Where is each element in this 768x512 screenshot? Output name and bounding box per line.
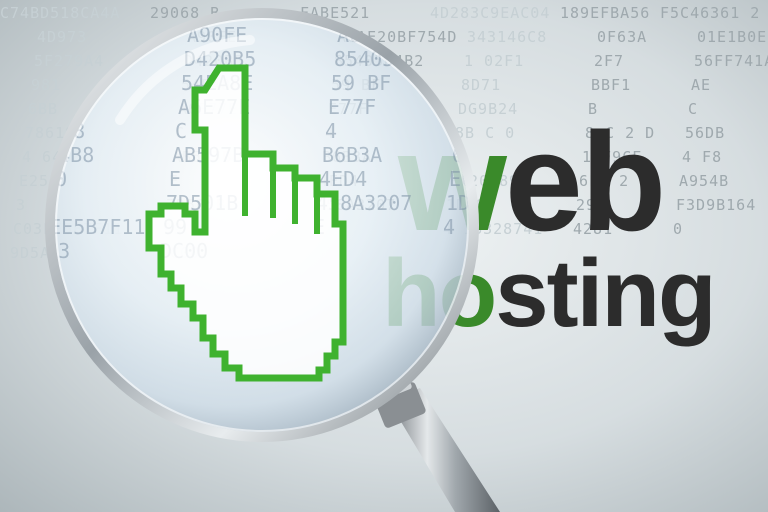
hex-string: 3 <box>16 196 26 214</box>
hex-string: 458A3207 <box>316 196 396 214</box>
hex-string: B <box>588 100 598 118</box>
hex-string: 343146C8 <box>467 28 547 46</box>
hex-string: 01E1B0E <box>697 28 767 46</box>
hex-string: 4 <box>325 124 335 142</box>
hex-string: AB597B <box>172 148 232 166</box>
hex-string: E <box>169 172 179 190</box>
hex-string: FABE521 <box>300 4 370 22</box>
headline-web-highlight: w <box>398 103 507 260</box>
hex-string: F3D9B164 <box>676 196 756 214</box>
headline-hosting-rest: sting <box>495 240 716 347</box>
hex-string: 85405D4B2 <box>334 52 424 70</box>
hex-string: 2F7 <box>594 52 624 70</box>
hex-string: 8D71 <box>461 76 501 94</box>
hex-string: E250 <box>19 172 59 190</box>
hex-string: 4281 <box>573 220 613 238</box>
hex-string: 981 <box>31 76 61 94</box>
hex-string: 56FF741A83 <box>694 52 768 70</box>
hex-string: 0F63A <box>597 28 647 46</box>
headline-hosting: hosting <box>382 246 717 342</box>
headline-web: web <box>398 112 666 252</box>
hex-string: AE <box>691 76 711 94</box>
hex-string: 78618 <box>25 124 75 142</box>
hex-string: 6F5 2 <box>579 172 629 190</box>
hex-string: 59 BF <box>331 76 381 94</box>
headline-hosting-h: h <box>382 240 441 347</box>
hex-string: 189EFBA56 <box>560 4 650 22</box>
hex-string: 4 F8 <box>682 148 722 166</box>
hex-string: 5F279A4 <box>34 52 104 70</box>
hex-string: C03EE5B7F11 <box>13 220 123 238</box>
hex-string: C74BD518CA4A <box>0 4 120 22</box>
hex-string: 29 <box>576 196 596 214</box>
hex-string: 17F9CF <box>582 148 642 166</box>
hex-string: 7D501B <box>166 196 226 214</box>
hex-string: F5C46361 2 <box>660 4 760 22</box>
hex-string: D420B5 <box>184 52 244 70</box>
hex-string: 4ED4 <box>319 172 359 190</box>
hex-string: A6E77E <box>178 100 238 118</box>
hex-string: C <box>688 100 698 118</box>
hex-string: C <box>175 124 185 142</box>
hex-string: 8 C 2 D <box>585 124 655 142</box>
hex-string: E77F <box>328 100 368 118</box>
hex-string: A954B <box>679 172 729 190</box>
hex-string: 54EA8E <box>181 76 241 94</box>
hex-string: A90FE <box>187 28 237 46</box>
headline-web-rest: eb <box>504 103 666 260</box>
hex-string: 4D283C9EAC04 <box>430 4 550 22</box>
hex-string: DC00 <box>160 244 200 262</box>
hex-string: A6AE20BF754D <box>337 28 457 46</box>
headline-hosting-highlight: o <box>438 240 498 347</box>
hex-string: 0 <box>673 220 683 238</box>
hex-string: 6BB <box>28 100 58 118</box>
hex-string: 29068 B <box>150 4 220 22</box>
hex-string: 99 <box>163 220 183 238</box>
hex-string: 1 02F1 <box>464 52 524 70</box>
hex-string: BBF1 <box>591 76 631 94</box>
hex-string: 4 64B8 <box>22 148 82 166</box>
hex-string: E <box>313 220 323 238</box>
hex-string: 9D5A3 <box>10 244 60 262</box>
hex-string: 4D973 <box>37 28 87 46</box>
hex-string: B6B3A <box>322 148 372 166</box>
hex-string: 56DB <box>685 124 725 142</box>
